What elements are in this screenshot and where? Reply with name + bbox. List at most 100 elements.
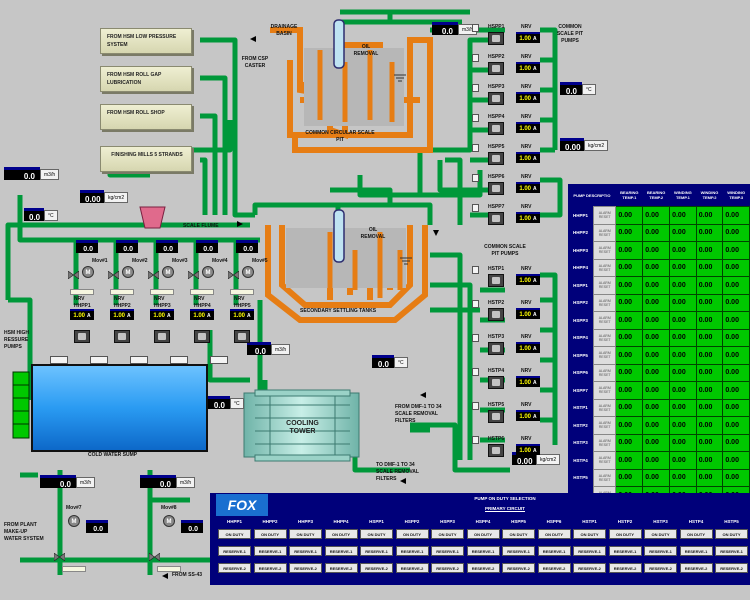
duty-button[interactable]: RESERVE-2 — [289, 563, 322, 573]
duty-button[interactable]: ON DUTY — [679, 529, 713, 539]
duty-button[interactable]: ON DUTY — [395, 529, 429, 539]
alarm-reset-button[interactable]: ALARM RESET — [593, 258, 617, 277]
duty-button[interactable]: RESERVE-2 — [253, 563, 287, 573]
pump-switch[interactable] — [210, 356, 228, 364]
alarm-reset-button[interactable]: ALARM RESET — [593, 241, 617, 260]
pump-icon[interactable] — [488, 32, 504, 45]
pump-switch[interactable] — [130, 356, 148, 364]
duty-button[interactable]: RESERVE-1 — [502, 546, 535, 556]
duty-button[interactable]: RESERVE-2 — [324, 563, 358, 573]
duty-button[interactable]: ON DUTY — [644, 529, 677, 539]
duty-button[interactable]: ON DUTY — [573, 529, 606, 539]
duty-button[interactable]: ON DUTY — [537, 529, 571, 539]
pump-icon[interactable] — [488, 62, 504, 75]
pump-icon[interactable] — [154, 330, 170, 343]
duty-button[interactable]: RESERVE-1 — [715, 546, 748, 556]
valve-icon[interactable] — [53, 548, 66, 562]
pump-icon[interactable] — [194, 330, 210, 343]
duty-button[interactable]: RESERVE-2 — [360, 563, 393, 573]
valve-icon[interactable] — [227, 266, 240, 280]
duty-button[interactable]: ON DUTY — [253, 529, 287, 539]
source-box-roll-shop[interactable]: FROM HSM ROLL SHOP — [100, 104, 192, 130]
alarm-reset-button[interactable]: ALARM RESET — [593, 381, 617, 400]
duty-button[interactable]: ON DUTY — [360, 529, 393, 539]
alarm-reset-button[interactable]: ALARM RESET — [593, 293, 617, 312]
duty-button[interactable]: RESERVE-1 — [573, 546, 606, 556]
duty-button[interactable]: ON DUTY — [502, 529, 535, 539]
pump-switch[interactable] — [90, 356, 108, 364]
duty-button[interactable]: RESERVE-1 — [218, 546, 251, 556]
duty-button[interactable]: ON DUTY — [431, 529, 464, 539]
status-tag[interactable] — [150, 289, 174, 295]
duty-button[interactable]: RESERVE-2 — [431, 563, 464, 573]
valve-icon[interactable] — [147, 266, 160, 280]
checkbox[interactable] — [472, 54, 479, 62]
pump-icon[interactable] — [488, 152, 504, 165]
duty-button[interactable]: RESERVE-2 — [395, 563, 429, 573]
duty-button[interactable]: ON DUTY — [715, 529, 748, 539]
duty-button[interactable]: ON DUTY — [289, 529, 322, 539]
duty-button[interactable]: RESERVE-1 — [608, 546, 642, 556]
valve-icon[interactable] — [148, 548, 161, 562]
duty-button[interactable]: RESERVE-1 — [537, 546, 571, 556]
duty-button[interactable]: RESERVE-2 — [608, 563, 642, 573]
pump-switch[interactable] — [50, 356, 68, 364]
checkbox[interactable] — [472, 402, 479, 410]
pump-icon[interactable] — [488, 182, 504, 195]
alarm-reset-button[interactable]: ALARM RESET — [593, 346, 617, 365]
alarm-reset-button[interactable]: ALARM RESET — [593, 223, 617, 242]
duty-button[interactable]: RESERVE-1 — [324, 546, 358, 556]
duty-button[interactable]: RESERVE-1 — [253, 546, 287, 556]
duty-button[interactable]: RESERVE-1 — [395, 546, 429, 556]
status-tag[interactable] — [110, 289, 134, 295]
checkbox[interactable] — [472, 114, 479, 122]
checkbox[interactable] — [472, 300, 479, 308]
pump-switch[interactable] — [170, 356, 188, 364]
pump-icon[interactable] — [488, 410, 504, 423]
source-box-finishing-mills[interactable]: FINISHING MILLS 5 STRANDS — [100, 146, 192, 172]
pump-icon[interactable] — [488, 308, 504, 321]
duty-button[interactable]: RESERVE-1 — [466, 546, 500, 556]
alarm-reset-button[interactable]: ALARM RESET — [593, 311, 617, 330]
checkbox[interactable] — [472, 24, 479, 32]
pump-icon[interactable] — [234, 330, 250, 343]
checkbox[interactable] — [472, 334, 479, 342]
source-box-roll-gap[interactable]: FROM HSM ROLL GAP LUBRICATION — [100, 66, 192, 92]
source-box-low-pressure[interactable]: FROM HSM LOW PRESSURE SYSTEM — [100, 28, 192, 54]
duty-button[interactable]: RESERVE-1 — [644, 546, 677, 556]
alarm-reset-button[interactable]: ALARM RESET — [593, 451, 617, 470]
alarm-reset-button[interactable]: ALARM RESET — [593, 276, 617, 295]
status-tag[interactable] — [190, 289, 214, 295]
duty-button[interactable]: RESERVE-2 — [466, 563, 500, 573]
duty-button[interactable]: RESERVE-2 — [537, 563, 571, 573]
duty-button[interactable]: RESERVE-2 — [573, 563, 606, 573]
duty-button[interactable]: RESERVE-1 — [360, 546, 393, 556]
checkbox[interactable] — [472, 204, 479, 212]
pump-icon[interactable] — [488, 122, 504, 135]
pump-icon[interactable] — [488, 342, 504, 355]
alarm-reset-button[interactable]: ALARM RESET — [593, 206, 617, 225]
status-tag[interactable] — [62, 566, 86, 572]
alarm-reset-button[interactable]: ALARM RESET — [593, 468, 617, 487]
pump-icon[interactable] — [114, 330, 130, 343]
checkbox[interactable] — [472, 84, 479, 92]
pump-icon[interactable] — [488, 376, 504, 389]
duty-button[interactable]: RESERVE-1 — [431, 546, 464, 556]
duty-button[interactable]: ON DUTY — [218, 529, 251, 539]
pump-icon[interactable] — [488, 274, 504, 287]
duty-button[interactable]: ON DUTY — [466, 529, 500, 539]
valve-icon[interactable] — [67, 266, 80, 280]
alarm-reset-button[interactable]: ALARM RESET — [593, 433, 617, 452]
alarm-reset-button[interactable]: ALARM RESET — [593, 363, 617, 382]
pump-icon[interactable] — [488, 212, 504, 225]
status-tag[interactable] — [157, 566, 181, 572]
duty-button[interactable]: RESERVE-2 — [715, 563, 748, 573]
checkbox[interactable] — [472, 174, 479, 182]
duty-button[interactable]: RESERVE-2 — [218, 563, 251, 573]
alarm-reset-button[interactable]: ALARM RESET — [593, 398, 617, 417]
pump-icon[interactable] — [488, 92, 504, 105]
alarm-reset-button[interactable]: ALARM RESET — [593, 328, 617, 347]
duty-button[interactable]: RESERVE-2 — [644, 563, 677, 573]
pump-icon[interactable] — [488, 444, 504, 457]
duty-button[interactable]: ON DUTY — [608, 529, 642, 539]
